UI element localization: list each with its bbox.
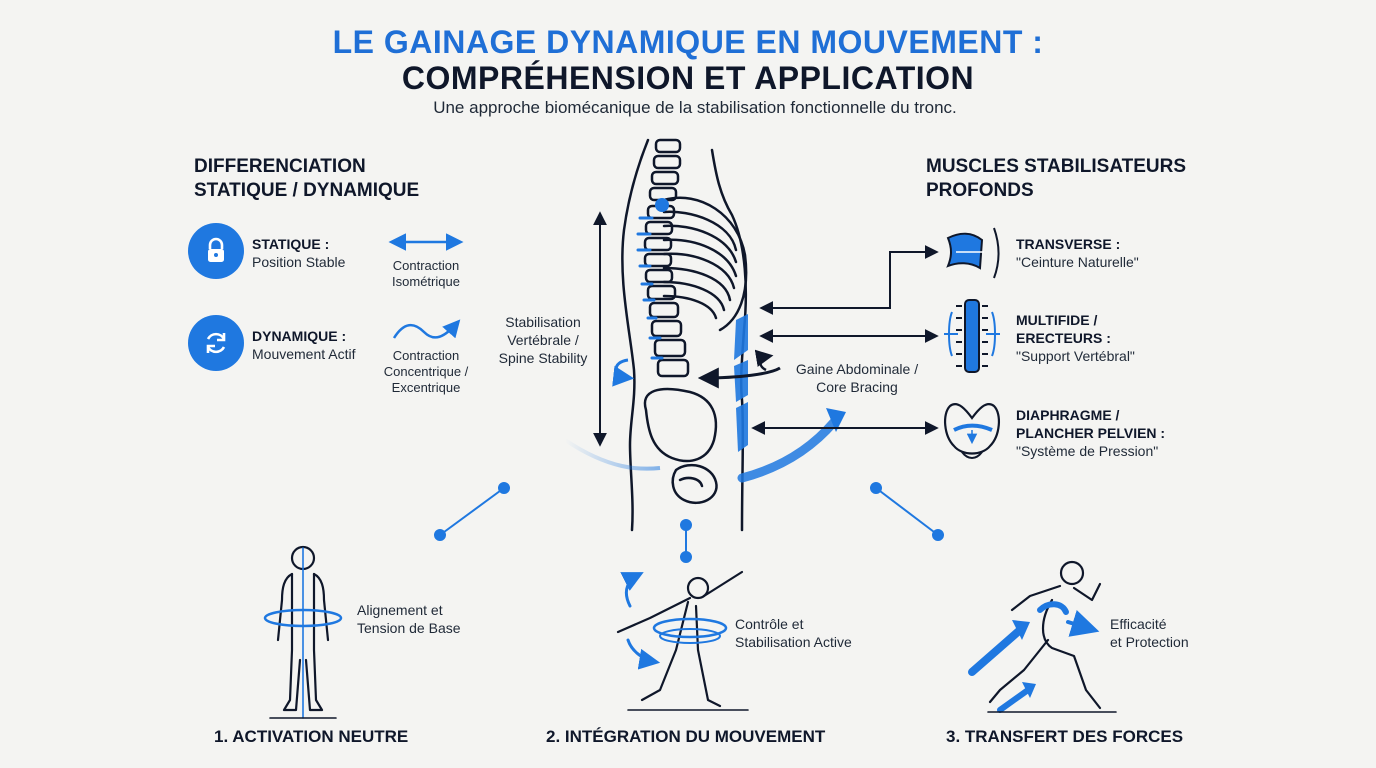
- title-line-1: LE GAINAGE DYNAMIQUE EN MOUVEMENT :: [332, 24, 1044, 60]
- static-title: STATIQUE :: [252, 236, 330, 252]
- spine-illustration: [621, 138, 748, 532]
- static-text: STATIQUE : Position Stable: [252, 235, 345, 271]
- dynamic-contraction: Contraction Concentrique / Excentrique: [383, 348, 469, 395]
- running-figure-icon: [968, 560, 1117, 713]
- connector-lines: [434, 482, 944, 563]
- lock-icon: [188, 223, 244, 279]
- step-1-title: 1. ACTIVATION NEUTRE: [214, 727, 409, 746]
- step-3-caption: Efficacité et Protection: [1110, 616, 1189, 650]
- right-section-title: MUSCLES STABILISATEURS PROFONDS: [926, 156, 1187, 201]
- transverse-muscle-icon: [946, 227, 1000, 279]
- pelvis-icon: [944, 403, 1000, 459]
- dynamic-text: DYNAMIQUE : Mouvement Actif: [252, 327, 356, 363]
- step-1-caption: Alignement et Tension de Base: [357, 602, 461, 636]
- abdominal-band: [734, 314, 748, 452]
- step-2-title: 2. INTÉGRATION DU MOUVEMENT: [546, 727, 826, 746]
- wave-arrow-icon: [392, 319, 461, 339]
- spine-muscle-icon: [944, 299, 1000, 373]
- left-section-title: DIFFERENCIATION STATIQUE / DYNAMIQUE: [194, 156, 420, 201]
- step-3-title: 3. TRANSFERT DES FORCES: [946, 727, 1184, 746]
- dynamic-title: DYNAMIQUE :: [252, 328, 347, 344]
- subtitle: Une approche biomécanique de la stabilis…: [433, 98, 957, 117]
- rotating-figure-icon: [616, 570, 749, 711]
- muscle-transverse: TRANSVERSE : "Ceinture Naturelle": [1016, 236, 1139, 270]
- refresh-icon: [188, 315, 244, 371]
- title-line-2: COMPRÉHENSION ET APPLICATION: [401, 60, 975, 96]
- standing-figure-icon: [263, 545, 343, 719]
- muscle-multifide: MULTIFIDE / ERECTEURS : "Support Vertébr…: [1016, 312, 1135, 364]
- static-contraction: Contraction Isométrique: [392, 258, 460, 289]
- core-bracing-label: Gaine Abdominale / Core Bracing: [795, 361, 919, 395]
- spine-stability-label: Stabilisation Vertébrale / Spine Stabili…: [498, 314, 588, 366]
- step-2-caption: Contrôle et Stabilisation Active: [735, 616, 852, 650]
- static-desc: Position Stable: [252, 254, 346, 270]
- dynamic-desc: Mouvement Actif: [252, 346, 356, 362]
- muscle-diaphragme: DIAPHRAGME / PLANCHER PELVIEN : "Système…: [1016, 407, 1166, 459]
